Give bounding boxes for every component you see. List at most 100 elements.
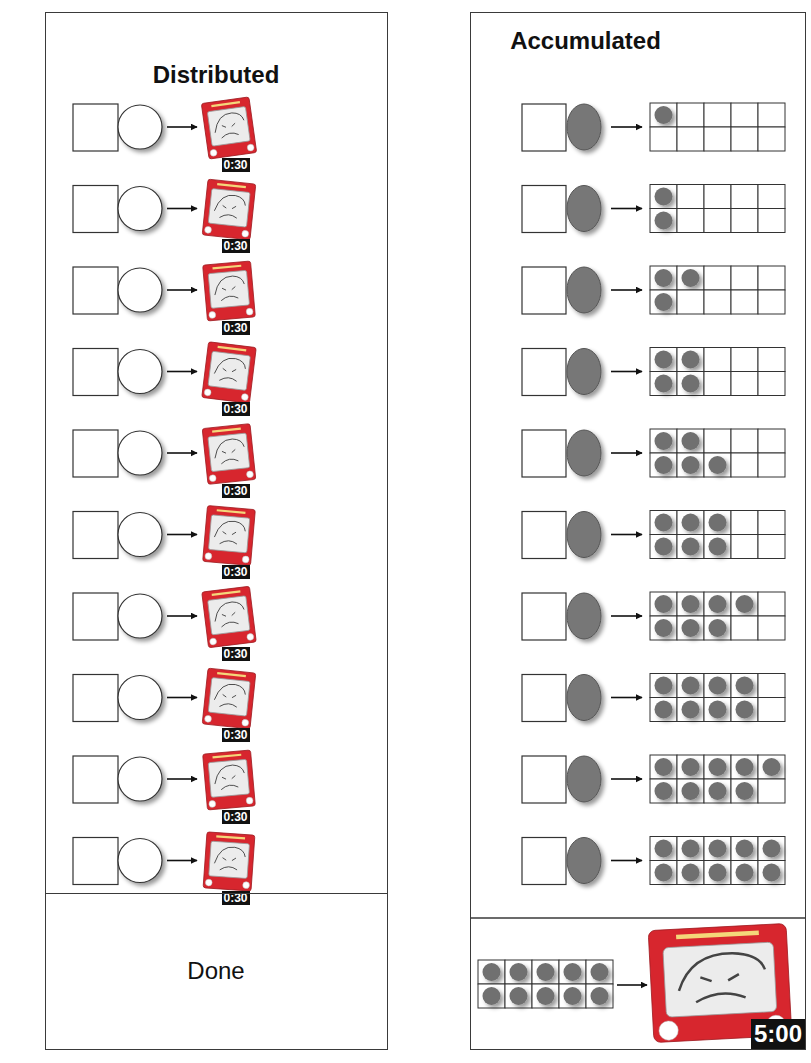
icon-sketch <box>214 193 247 220</box>
icon-frame <box>202 179 256 240</box>
token-square <box>73 430 118 477</box>
done-box: Done <box>45 893 388 1050</box>
ten-frame-cell <box>505 984 532 1008</box>
ten-frame-cell <box>758 698 785 722</box>
token-dot <box>736 840 754 858</box>
token-square <box>522 593 566 640</box>
ten-frame-cell <box>505 960 532 984</box>
etch-a-sketch-icon <box>203 506 256 566</box>
token-dot <box>655 432 673 450</box>
arrow-line <box>611 452 642 454</box>
token-dot <box>483 987 501 1005</box>
token-square <box>522 104 566 151</box>
arrow-line <box>611 697 642 699</box>
etch-a-sketch-icon <box>201 97 256 159</box>
token-dot <box>736 758 754 776</box>
done-label: Done <box>187 957 244 985</box>
token-square <box>522 267 566 314</box>
ten-frame-cell <box>650 779 677 803</box>
ten-frame-cell <box>731 127 758 151</box>
icon-knob <box>204 715 211 722</box>
token-dot <box>709 619 727 637</box>
icon-logo <box>217 672 246 677</box>
arrow-line <box>167 208 197 210</box>
icon-screen <box>663 942 777 1017</box>
icon-knob <box>247 144 255 152</box>
icon-knob <box>205 879 212 886</box>
token-dot <box>682 782 700 800</box>
ten-frame-cell <box>677 837 704 861</box>
icon-knob <box>210 149 218 157</box>
icon-screen <box>208 351 250 390</box>
token-dot <box>763 864 781 882</box>
token-dot <box>709 514 727 532</box>
icon-screen <box>208 189 250 228</box>
icon-screen <box>208 270 249 308</box>
section-divider <box>470 917 806 919</box>
token-dot <box>763 840 781 858</box>
ten-frame-cell <box>731 511 758 535</box>
empty-token <box>118 676 162 720</box>
token-square <box>522 349 566 396</box>
icon-knob <box>209 800 216 807</box>
filled-token <box>567 675 601 721</box>
icon-logo <box>218 346 247 352</box>
icon-sketch <box>213 111 246 139</box>
token-dot <box>736 782 754 800</box>
ten-frame-cell <box>650 616 677 640</box>
ten-frame-cell <box>650 290 677 314</box>
icon-knob <box>209 311 216 318</box>
condition-panel: Accumulated5:00 <box>470 12 806 1050</box>
icon-knob <box>205 553 212 560</box>
ten-frame-cell <box>650 535 677 559</box>
token-dot <box>655 864 673 882</box>
timer-label: 0:30 <box>224 728 248 742</box>
ten-frame-cell <box>650 592 677 616</box>
token-dot <box>564 963 582 981</box>
ten-frame-cell <box>650 511 677 535</box>
empty-token <box>118 350 162 394</box>
ten-frame-cell <box>731 209 758 233</box>
timer-label: 0:30 <box>224 321 248 335</box>
arrow-line <box>167 534 197 536</box>
ten-frame-cell <box>704 511 731 535</box>
ten-frame <box>650 348 785 396</box>
empty-token <box>118 594 162 638</box>
arrow-line <box>611 860 642 862</box>
timer-label: 0:30 <box>224 158 248 172</box>
timer-label: 0:30 <box>224 565 248 579</box>
ten-frame-cell <box>704 290 731 314</box>
token-dot <box>655 212 673 230</box>
empty-token <box>118 431 162 475</box>
icon-knob <box>243 882 250 889</box>
token-dot <box>655 375 673 393</box>
ten-frame-cell <box>731 185 758 209</box>
ten-frame-cell <box>758 185 785 209</box>
icon-sketch <box>213 764 245 790</box>
ten-frame-cell <box>758 861 785 885</box>
token-dot <box>682 840 700 858</box>
icon-frame <box>201 97 256 159</box>
ten-frame-cell <box>704 698 731 722</box>
ten-frame-cell <box>532 960 559 984</box>
ten-frame-cell <box>758 266 785 290</box>
icon-knob <box>246 471 253 478</box>
panel-heading: Distributed <box>46 61 386 89</box>
ten-frame-cell <box>731 779 758 803</box>
ten-frame-cell <box>559 960 586 984</box>
ten-frame-cell <box>677 616 704 640</box>
ten-frame-cell <box>704 592 731 616</box>
ten-frame-cell <box>677 209 704 233</box>
icon-frame <box>202 586 256 647</box>
icon-logo <box>212 265 241 270</box>
ten-frame-cell <box>758 674 785 698</box>
icon-screen <box>207 106 250 146</box>
ten-frame-cell <box>704 861 731 885</box>
timer-label: 5:00 <box>754 1019 802 1049</box>
token-dot <box>736 595 754 613</box>
icon-sketch <box>213 601 246 628</box>
timer-label: 0:30 <box>224 402 248 416</box>
icon-logo <box>216 835 245 839</box>
timer-badge: 0:30 <box>222 565 250 579</box>
etch-a-sketch-icon <box>202 179 256 240</box>
